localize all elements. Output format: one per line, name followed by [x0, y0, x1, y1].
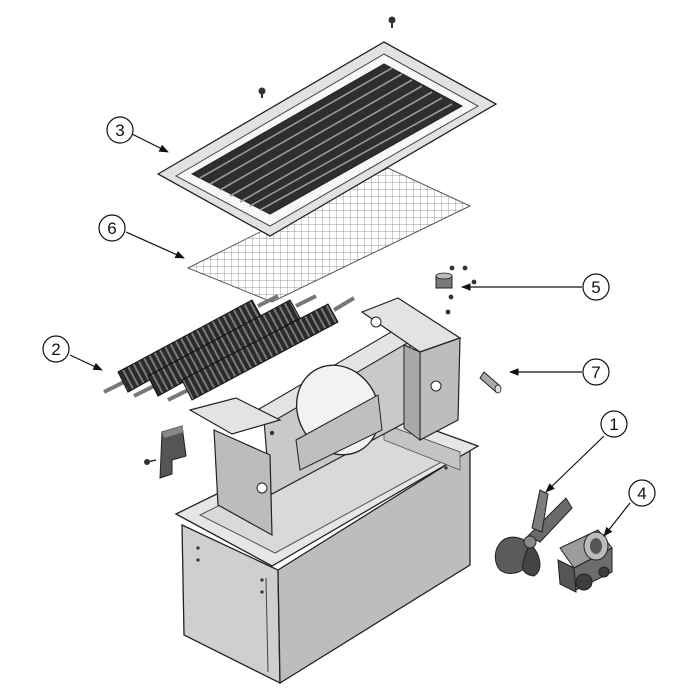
callout-3: 3 — [106, 116, 134, 144]
housing-box — [174, 411, 480, 685]
heating-elements — [103, 294, 356, 402]
callout-1-label: 1 — [609, 415, 618, 434]
small-l-bracket — [144, 425, 187, 479]
motor — [557, 529, 613, 593]
callout-1: 1 — [600, 410, 628, 438]
callout-5: 5 — [582, 273, 610, 301]
callout-7: 7 — [582, 358, 610, 386]
callout-4: 4 — [628, 479, 656, 507]
thermostat — [435, 265, 477, 315]
callout-2: 2 — [42, 335, 70, 363]
grille — [156, 16, 498, 237]
callout-6: 6 — [98, 214, 126, 242]
callout-7-label: 7 — [591, 363, 600, 382]
callout-leaders — [69, 133, 631, 537]
fan-blade — [494, 489, 573, 577]
callout-5-label: 5 — [591, 278, 600, 297]
callout-4-label: 4 — [637, 484, 646, 503]
callout-2-label: 2 — [51, 340, 60, 359]
bracket-assembly — [188, 297, 462, 537]
callout-6-label: 6 — [107, 219, 116, 238]
spacer — [479, 371, 502, 394]
callout-3-label: 3 — [115, 121, 124, 140]
